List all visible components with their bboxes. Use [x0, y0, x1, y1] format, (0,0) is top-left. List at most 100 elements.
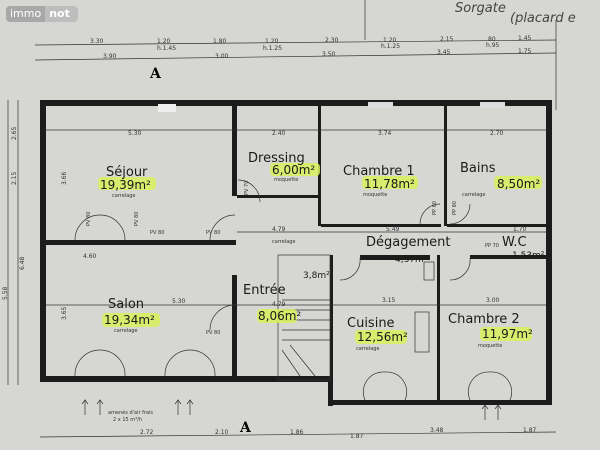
label: PP 70 [485, 243, 499, 249]
label: 2.30 [325, 37, 339, 44]
label: 4.79 [272, 226, 286, 233]
label: h.1.45 [157, 45, 176, 52]
label: carrelage [356, 346, 380, 352]
room-sejour: Séjour 19,39m² carrelage [98, 165, 156, 199]
label: moquette [363, 192, 387, 198]
handwritten-note: (placard e [510, 11, 576, 26]
left-dimensions: 2.65 2.15 6.48 5.58 3.66 3.65 [2, 100, 68, 385]
walls [40, 100, 552, 406]
ventilation-note: amenés d'air frais 2 x 15 m³/h [81, 398, 502, 423]
label: moquette [478, 343, 502, 349]
label: 4.79 [272, 301, 286, 308]
label: Chambre 1 [343, 164, 415, 179]
label: 3.74 [378, 130, 392, 137]
label: 2.70 [490, 130, 504, 137]
label: 1.86 [290, 429, 304, 436]
label: carrelage [112, 193, 136, 199]
label: PP 80 [452, 201, 458, 215]
label: carrelage [462, 192, 486, 198]
label: 1.80 [213, 38, 227, 45]
label: PV 80 [134, 212, 140, 226]
handwritten-note: Sorgate [455, 1, 506, 16]
label: 12,56m² [357, 330, 408, 344]
label: 2.40 [272, 130, 286, 137]
room-wc: W.C 1,53m² [502, 235, 545, 261]
logo-part: not [49, 7, 70, 20]
room-degagement: Dégagement 4,37m² carrelage [272, 235, 450, 265]
section-marker: A [149, 66, 162, 82]
label: Séjour [106, 165, 148, 180]
staircase: 3,8m² [277, 254, 331, 381]
label: 3.66 [61, 171, 68, 185]
label: 80 [488, 36, 496, 43]
label: h.1.25 [381, 43, 400, 50]
label: PV 80 [150, 230, 164, 236]
room-chambre-1: Chambre 1 11,78m² moquette [343, 164, 418, 198]
label: amenés d'air frais [108, 409, 153, 416]
label: 3.50 [322, 51, 336, 58]
label: 5.30 [172, 298, 186, 305]
label: PV 80 [86, 212, 92, 226]
label: 1.20 [265, 38, 279, 45]
label: 3.90 [103, 53, 117, 60]
label: 8,06m² [258, 309, 301, 323]
label: 3.45 [437, 49, 451, 56]
label: carrelage [272, 239, 296, 245]
label: 2.15 [11, 171, 18, 185]
label: 2.72 [140, 429, 154, 436]
label: 19,39m² [100, 178, 151, 192]
label: 6,00m² [272, 163, 315, 177]
label: 3.30 [90, 38, 104, 45]
room-salon: Salon 19,34m² carrelage [102, 297, 160, 334]
label: PV 80 [206, 330, 220, 336]
label: PP 80 [432, 201, 438, 215]
label: 8,50m² [497, 177, 540, 191]
label: PV 80 [206, 230, 220, 236]
label: 3.00 [215, 53, 229, 60]
label: 19,34m² [104, 313, 155, 327]
room-chambre-2: Chambre 2 11,97m² moquette [448, 312, 533, 349]
label: 5.49 [386, 226, 400, 233]
room-dressing: Dressing 6,00m² moquette [248, 151, 320, 183]
label: 3.48 [430, 427, 444, 434]
label: W.C [502, 235, 527, 250]
label: Bains [460, 161, 496, 176]
label: 1.45 [518, 35, 532, 42]
label: Dressing [248, 151, 305, 166]
label: 4.60 [83, 253, 97, 260]
room-bains: Bains 8,50m² carrelage [460, 161, 542, 198]
section-marker: A [239, 420, 252, 436]
label: 1.70 [513, 226, 527, 233]
label: 3.00 [486, 297, 500, 304]
top-dimensions: 3.30 1.20 h.1.45 1.80 1.20 h.1.25 2.30 1… [34, 35, 557, 61]
bottom-dimensions: 2.72 2.10 1.86 1.87 3.48 1.87 [39, 427, 557, 440]
label: 1.20 [157, 38, 171, 45]
logo-part: immo [6, 6, 46, 22]
label: 1,53m² [512, 251, 545, 261]
label: Dégagement [366, 235, 450, 250]
room-entree: Entrée 8,06m² [243, 283, 301, 323]
label: 1.75 [518, 48, 532, 55]
label: Entrée [243, 283, 286, 298]
label: carrelage [114, 328, 138, 334]
label: 2.15 [440, 36, 454, 43]
label: 2.65 [11, 126, 18, 140]
label: 5.58 [2, 286, 9, 300]
label: 11,78m² [364, 177, 415, 191]
label: Salon [108, 297, 144, 312]
label: h.1.25 [263, 45, 282, 52]
room-cuisine: Cuisine 12,56m² carrelage [347, 316, 408, 352]
label: 11,97m² [482, 327, 533, 341]
label: 3.65 [61, 306, 68, 320]
label: 1.87 [523, 427, 537, 434]
label: h.95 [486, 42, 500, 49]
label: 5.30 [128, 130, 142, 137]
label: Chambre 2 [448, 312, 520, 327]
label: 1.20 [383, 37, 397, 44]
label: PV 70 [244, 181, 250, 195]
label: moquette [274, 177, 298, 183]
label: 4,37m² [395, 255, 428, 265]
label: 2.10 [215, 429, 229, 436]
